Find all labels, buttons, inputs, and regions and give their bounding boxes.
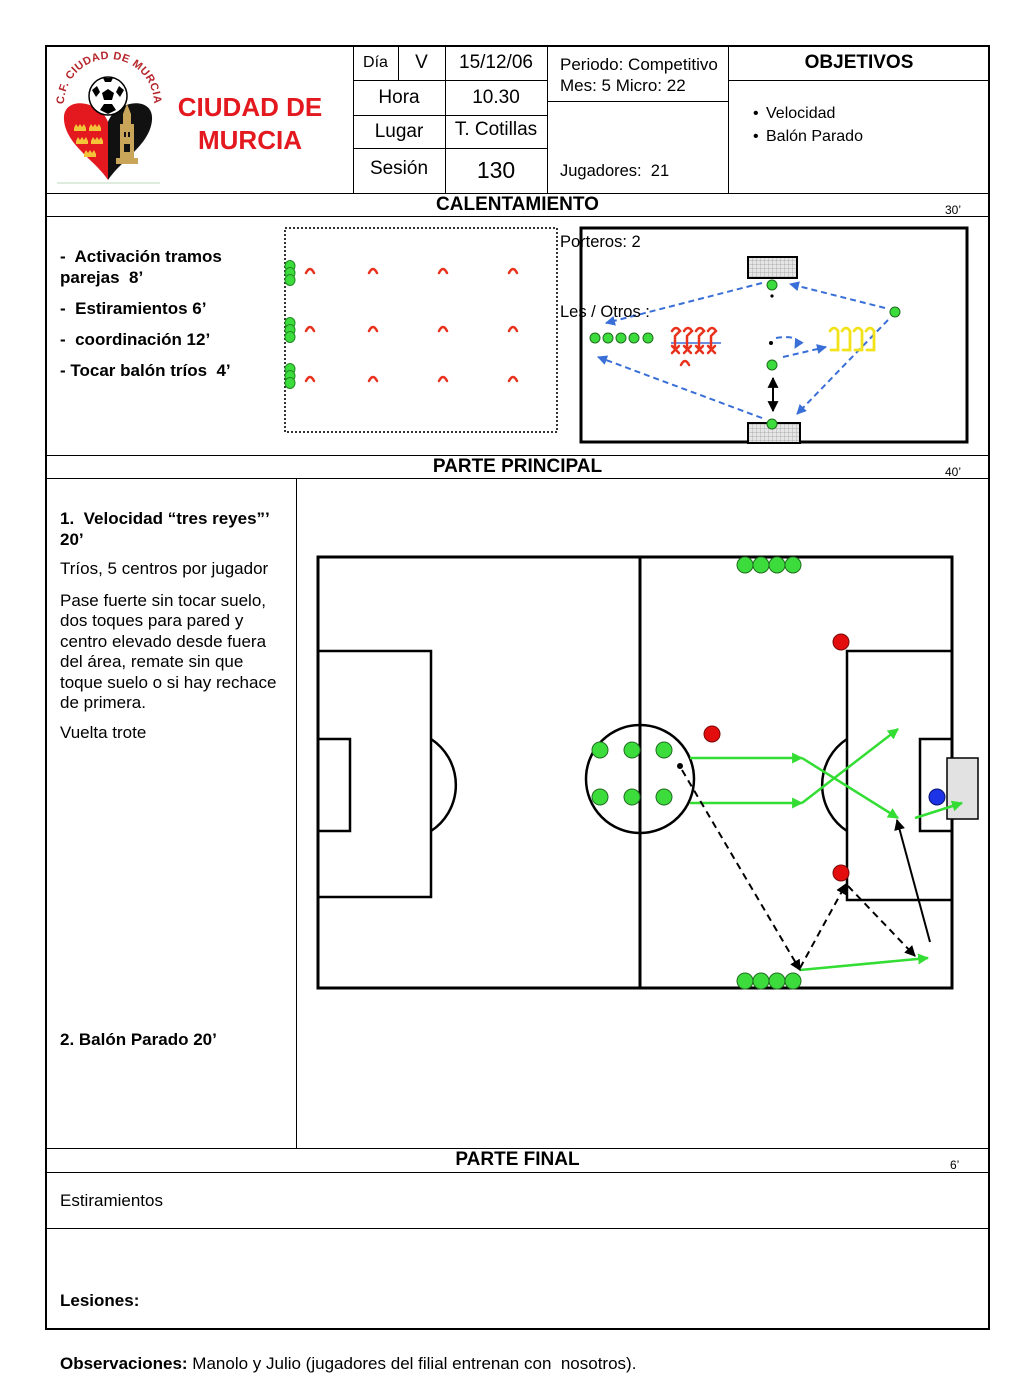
sesion-label: Sesión (369, 157, 429, 179)
hora-label: Hora (378, 86, 420, 108)
squad-info: Jugadores: 21 Porteros: 2 Les / Otros : (560, 113, 669, 348)
session-sheet-border (45, 45, 990, 1330)
grid-line (45, 216, 990, 217)
jugadores: Jugadores: 21 (560, 162, 670, 180)
dia-label: Día (363, 53, 388, 71)
otros: Les / Otros : (560, 303, 650, 321)
grid-line (45, 193, 990, 194)
sesion-value: 130 (476, 157, 516, 183)
grid-line (547, 101, 728, 102)
footer-notes: Lesiones: Observaciones: Manolo y Julio … (60, 1248, 636, 1395)
warmup-item: - coordinación 12’ (60, 330, 211, 349)
lugar-label: Lugar (374, 120, 424, 142)
warmup-item: - Tocar balón tríos 4’ (60, 361, 231, 380)
grid-line (353, 148, 547, 149)
observaciones-value: Manolo y Julio (jugadores del filial ent… (192, 1354, 637, 1373)
parte-principal-title: PARTE PRINCIPAL (432, 455, 603, 477)
grid-line (398, 45, 399, 80)
calentamiento-title: CALENTAMIENTO (436, 193, 599, 215)
parte-final-duration: 6’ (950, 1158, 960, 1172)
parte-principal-duration: 40’ (945, 465, 962, 479)
grid-line (296, 478, 297, 1148)
exercise1-description: Pase fuerte sin tocar suelo, dos toques … (60, 591, 277, 713)
grid-line (45, 1148, 990, 1149)
observaciones-label: Observaciones: (60, 1354, 188, 1373)
hora-value: 10.30 (472, 86, 520, 108)
objetivo-item: Velocidad (753, 102, 863, 125)
exercise1-subtitle: Tríos, 5 centros por jugador (60, 559, 269, 578)
parte-final-title: PARTE FINAL (455, 1149, 580, 1170)
fecha-value: 15/12/06 (459, 51, 533, 73)
lugar-value: T. Cotillas (454, 118, 538, 140)
grid-line (353, 80, 547, 81)
grid-line (45, 478, 990, 479)
observaciones-line: Observaciones: Manolo y Julio (jugadores… (60, 1353, 636, 1374)
grid-line (728, 45, 729, 193)
grid-line (353, 115, 547, 116)
exercise2-title: 2. Balón Parado 20’ (60, 1030, 217, 1049)
warmup-item: - Activación tramos parejas 8’ (60, 247, 227, 287)
exercise1-note: Vuelta trote (60, 723, 147, 742)
grid-line (45, 1172, 990, 1173)
warmup-item: - Estiramientos 6’ (60, 299, 207, 318)
grid-line (45, 455, 990, 456)
grid-line (353, 45, 354, 193)
grid-line (547, 45, 548, 193)
club-name: CIUDAD DE MURCIA (160, 91, 340, 157)
periodo-info: Periodo: Competitivo Mes: 5 Micro: 22 (560, 54, 718, 96)
club-name-line2: MURCIA (198, 125, 302, 155)
club-name-line1: CIUDAD DE (177, 92, 323, 122)
grid-line (445, 45, 446, 193)
parte-final-content: Estiramientos (60, 1191, 163, 1210)
objetivos-list: Velocidad Balón Parado (753, 102, 863, 148)
grid-line (45, 1228, 990, 1229)
dia-value: V (415, 51, 428, 73)
objetivos-title: OBJETIVOS (804, 51, 914, 73)
lesiones-label: Lesiones: (60, 1291, 140, 1310)
calentamiento-list: - Activación tramos parejas 8’ - Estiram… (60, 246, 260, 391)
objetivo-item: Balón Parado (753, 125, 863, 148)
porteros: Porteros: 2 (560, 232, 641, 251)
grid-line (728, 80, 990, 81)
mes-micro: Mes: 5 Micro: 22 (560, 76, 686, 95)
exercise1-title: 1. Velocidad “tres reyes”’ 20’ (60, 509, 274, 549)
calentamiento-duration: 30’ (945, 203, 962, 217)
periodo: Periodo: Competitivo (560, 55, 718, 74)
